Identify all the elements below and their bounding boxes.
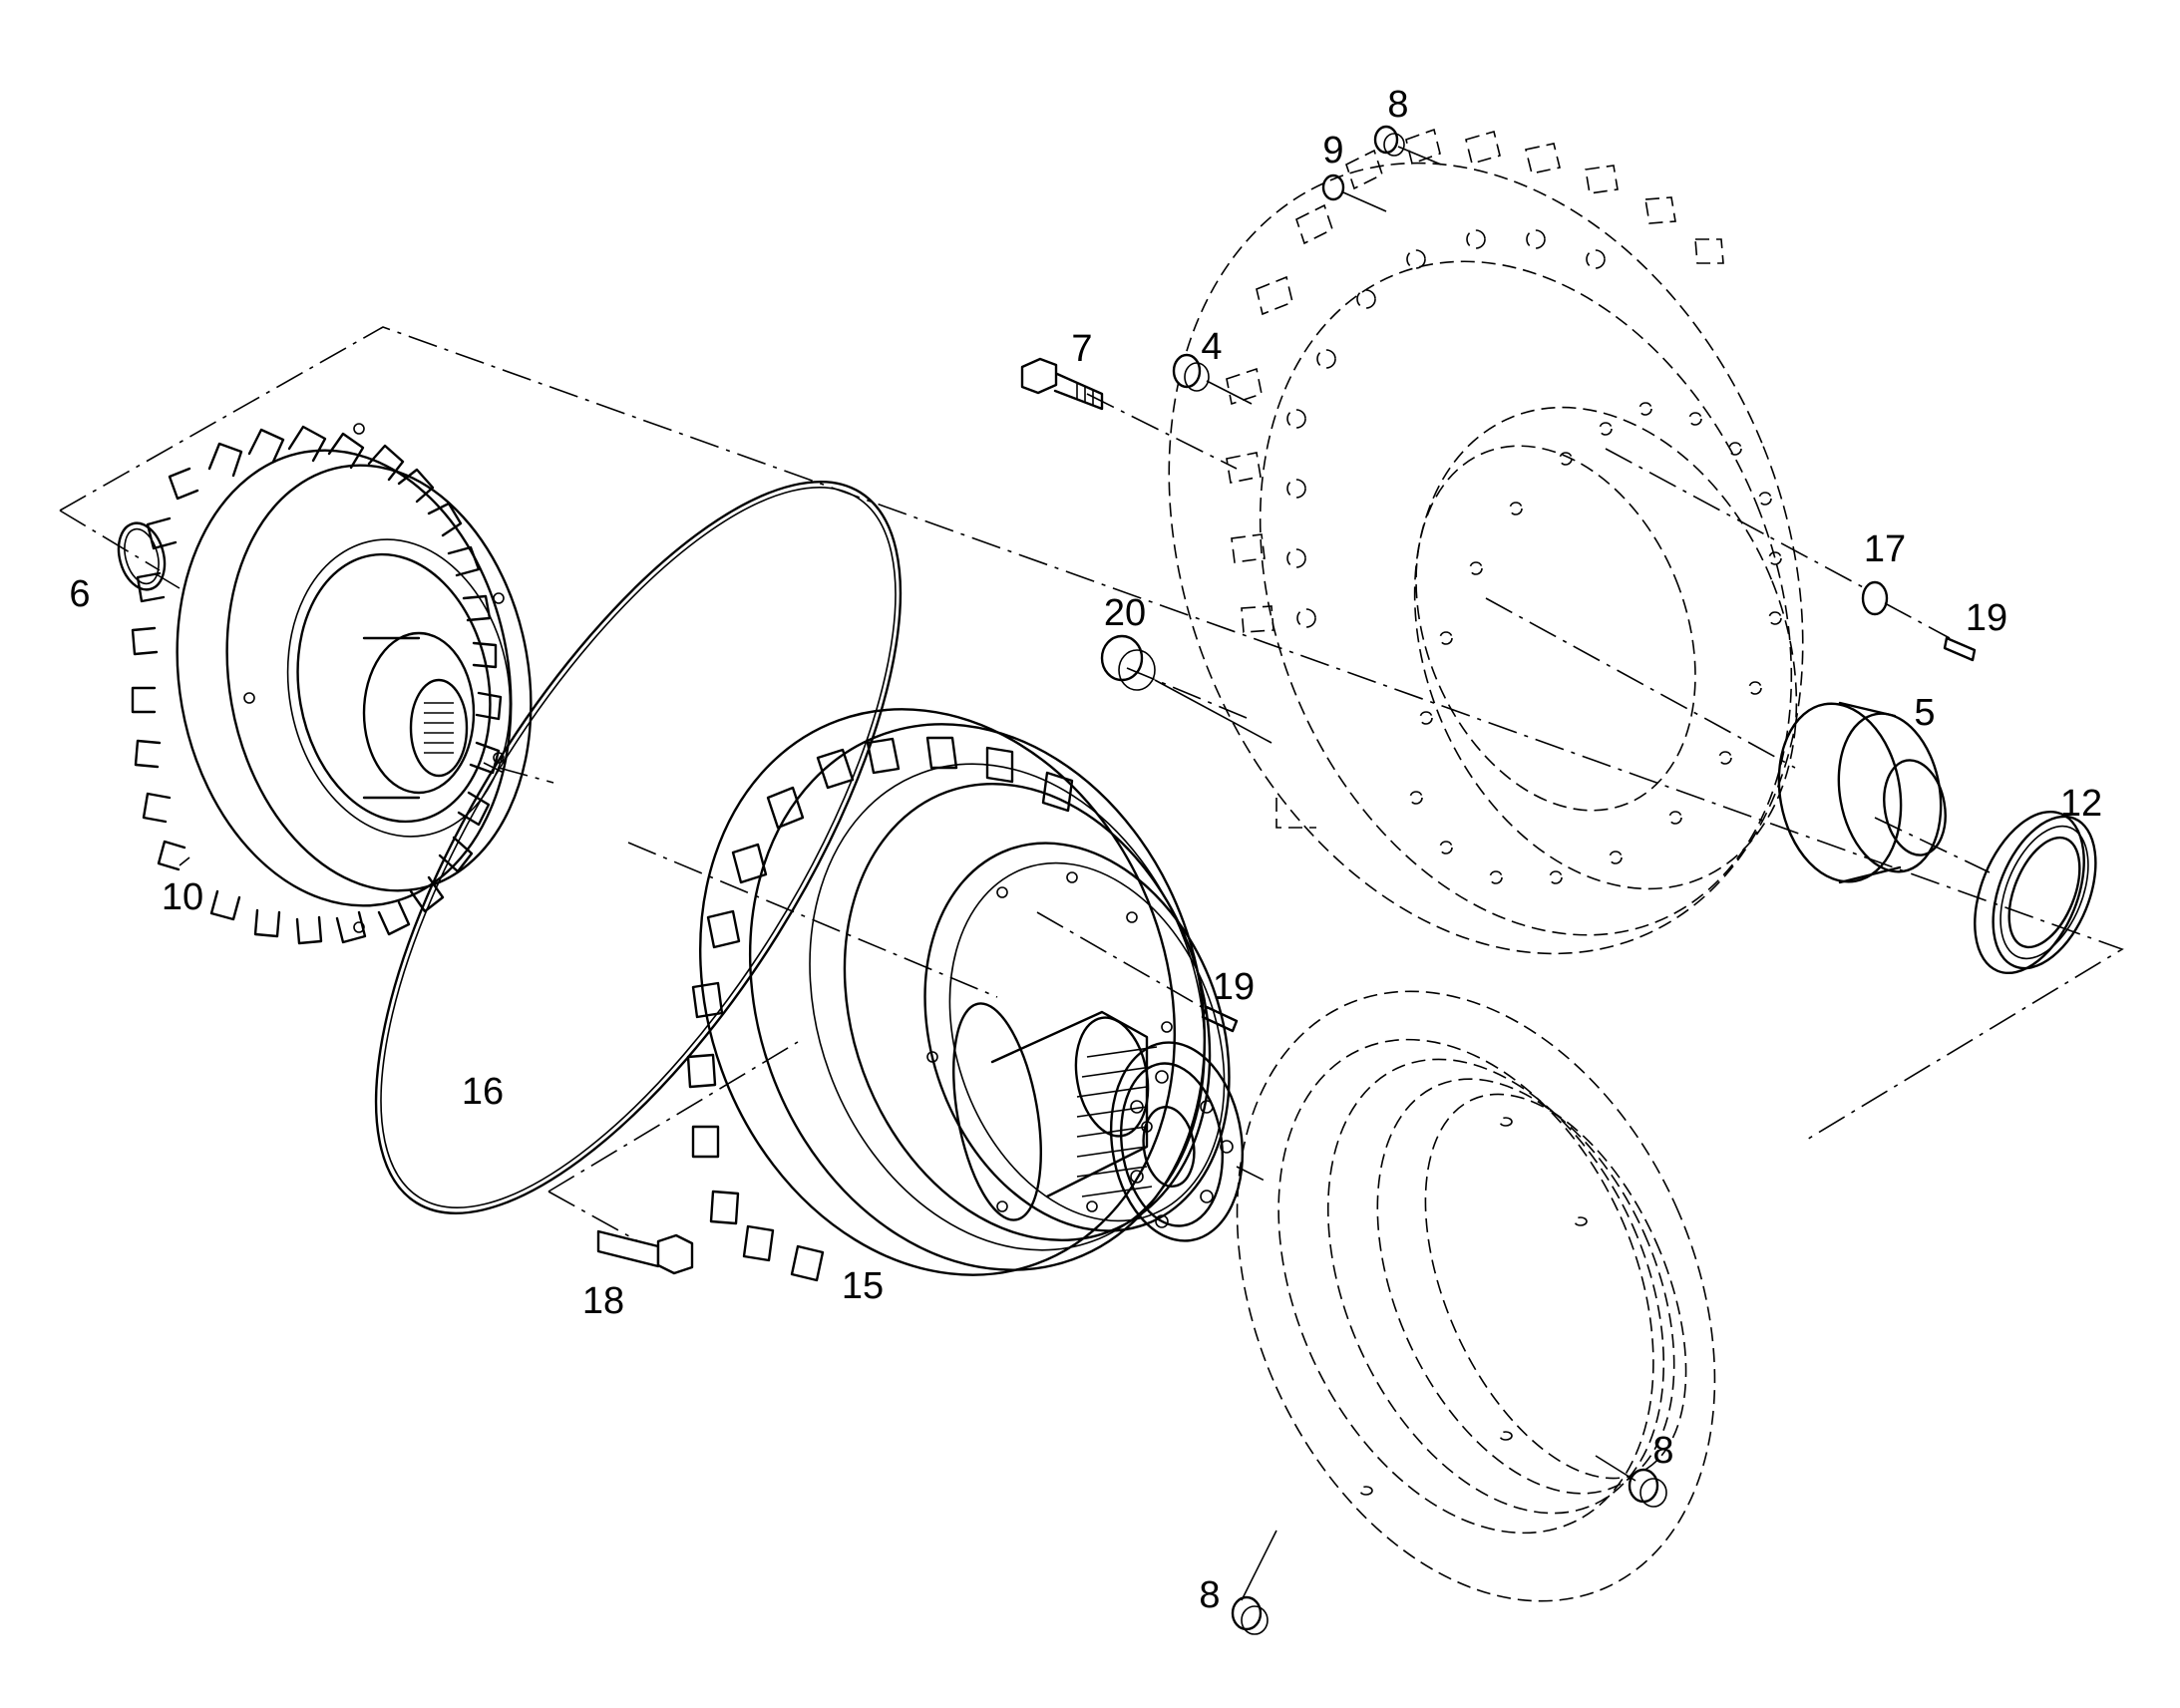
o-ring-16 xyxy=(374,481,903,1214)
callout-15: 15 xyxy=(842,1265,884,1307)
plug-8-bottom xyxy=(1231,1595,1269,1635)
callout-6: 6 xyxy=(69,573,90,615)
snap-ring-6 xyxy=(117,521,167,591)
plug-8-right xyxy=(1628,1468,1667,1508)
callout-8-right: 8 xyxy=(1652,1430,1673,1472)
plug-20 xyxy=(1100,634,1156,691)
callout-10: 10 xyxy=(162,876,203,918)
bolt-18 xyxy=(596,1229,694,1275)
bearing-12 xyxy=(1974,810,2097,975)
callout-16: 16 xyxy=(462,1071,504,1113)
thrust-washer-5 xyxy=(1777,701,1947,884)
callout-19-right: 19 xyxy=(1966,597,2007,639)
assembly-frame xyxy=(59,326,2124,1242)
callout-4: 4 xyxy=(1201,326,1222,368)
gear-10 xyxy=(131,423,533,945)
housing-cover xyxy=(1168,128,1804,955)
callout-18: 18 xyxy=(582,1280,624,1322)
center-axes xyxy=(498,393,1991,1183)
plug-8-top xyxy=(1373,125,1405,157)
planet-carrier-15 xyxy=(686,708,1245,1282)
callout-7: 7 xyxy=(1071,328,1092,370)
callout-5: 5 xyxy=(1914,692,1935,734)
callout-17: 17 xyxy=(1864,528,1906,570)
o-ring-9 xyxy=(1321,173,1345,201)
seal-ring xyxy=(1236,990,1716,1602)
callout-8-bottom: 8 xyxy=(1199,1574,1220,1616)
callouts: 8 9 7 4 6 10 20 17 19 5 12 16 19 18 15 8… xyxy=(69,84,2102,1616)
plug-4 xyxy=(1172,353,1210,392)
callout-20: 20 xyxy=(1104,592,1146,634)
callout-19-mid: 19 xyxy=(1213,966,1255,1008)
callout-12: 12 xyxy=(2060,783,2102,825)
callout-9: 9 xyxy=(1322,130,1343,171)
o-ring-17 xyxy=(1861,580,1889,616)
callout-8-top: 8 xyxy=(1387,84,1408,126)
pin-19-right xyxy=(1943,636,1977,662)
pin-19-mid xyxy=(1201,1005,1239,1033)
leader-lines xyxy=(154,146,1636,1601)
